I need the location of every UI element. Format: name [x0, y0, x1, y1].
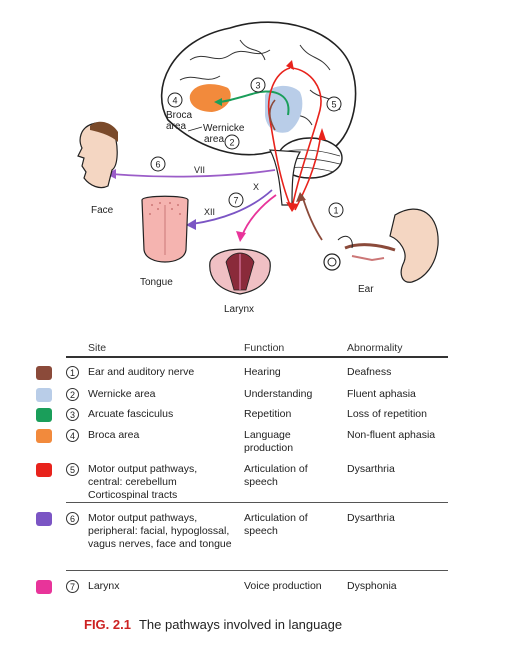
caption-text: The pathways involved in language — [138, 617, 343, 632]
cell-function: Language production — [244, 429, 294, 454]
row-number: 7 — [66, 580, 79, 593]
figure-number-circle-3 — [250, 77, 266, 93]
cell-function: Articulation of speech — [244, 512, 308, 537]
color-swatch — [36, 388, 52, 402]
face-illustration — [77, 121, 118, 189]
tongue-illustration — [141, 195, 189, 263]
figure-number-2: 2 — [229, 138, 234, 148]
color-swatch — [36, 366, 52, 380]
cell-site: Motor output pathways, peripheral: facia… — [88, 512, 232, 550]
color-swatch — [36, 408, 52, 422]
nerve-vii-label: VII — [194, 165, 205, 175]
cell-abnormality: Dysarthria — [347, 463, 395, 475]
vagus-nerve-pathway — [241, 194, 277, 237]
figure-number-7: 7 — [233, 196, 238, 206]
cell-abnormality: Non-fluent aphasia — [347, 429, 436, 441]
cell-site: Wernicke area — [88, 388, 156, 400]
face-label: Face — [91, 205, 114, 216]
cell-abnormality: Loss of repetition — [347, 408, 427, 420]
figure-number-circle-1 — [328, 202, 344, 218]
figure-number-circle-7 — [228, 192, 244, 208]
row-number: 2 — [66, 388, 79, 401]
table-row: 5 Motor output pathways, central: cerebel… — [36, 463, 448, 509]
figure-number-circle-6 — [150, 156, 166, 172]
wernicke-area-region — [265, 85, 303, 133]
figure-caption: FIG. 2.1 The pathways involved in languag… — [84, 617, 342, 632]
nerve-xii-label: XII — [204, 207, 215, 217]
figure-number-6: 6 — [155, 160, 160, 170]
color-swatch — [36, 429, 52, 443]
cell-site: Arcuate fasciculus — [88, 408, 174, 420]
row-separator — [66, 570, 448, 571]
table-header: Site Function Abnormality — [36, 338, 448, 358]
table-row: 3 Arcuate fasciculus Repetition Loss of rep… — [36, 408, 448, 428]
cell-function: Repetition — [244, 408, 292, 420]
cell-abnormality: Deafness — [347, 366, 392, 378]
figure-number-circle-4 — [167, 92, 183, 108]
row-number: 1 — [66, 366, 79, 379]
header-function: Function — [244, 342, 285, 354]
header-site: Site — [88, 342, 107, 354]
cell-function: Understanding — [244, 388, 313, 400]
row-number: 3 — [66, 408, 79, 421]
ear-illustration — [323, 208, 439, 283]
cell-site: Motor output pathways, central: cerebell… — [88, 463, 198, 501]
tongue-label: Tongue — [140, 277, 173, 288]
cell-abnormality: Fluent aphasia — [347, 388, 416, 400]
larynx-illustration — [209, 248, 271, 295]
row-separator — [66, 502, 448, 503]
figure-number-5: 5 — [331, 100, 336, 110]
cell-site: Ear and auditory nerve — [88, 366, 195, 378]
auditory-pathway — [301, 194, 323, 241]
table-row: 6 Motor output pathways, peripheral: faci… — [36, 512, 448, 576]
figure-number-4: 4 — [172, 96, 177, 106]
cell-function: Articulation of speech — [244, 463, 308, 488]
color-swatch — [36, 580, 52, 594]
caption-figure-number: FIG. 2.1 — [84, 617, 131, 632]
table-row: 7 Larynx Voice production Dysphonia — [36, 580, 448, 610]
hypoglossal-nerve-pathway — [191, 189, 273, 225]
row-number: 5 — [66, 463, 79, 476]
cell-site: Larynx — [88, 580, 120, 592]
figure-number-circle-5 — [326, 96, 342, 112]
row-number: 4 — [66, 429, 79, 442]
table-row: 1 Ear and auditory nerve Hearing Deafness — [36, 366, 448, 386]
header-abnormality: Abnormality — [347, 342, 403, 354]
cell-abnormality: Dysarthria — [347, 512, 395, 524]
figure-number-markers: 1 2 3 4 5 6 7 — [150, 77, 344, 218]
facial-nerve-pathway — [111, 169, 276, 178]
table-row: 4 Broca area Language production Non-fluent… — [36, 429, 448, 461]
cell-abnormality: Dysphonia — [347, 580, 397, 592]
row-number: 6 — [66, 512, 79, 525]
cell-function: Hearing — [244, 366, 281, 378]
figure-number-circle-2 — [224, 134, 240, 150]
table-row: 2 Wernicke area Understanding Fluent aphasi… — [36, 388, 448, 408]
larynx-label: Larynx — [224, 304, 254, 315]
color-swatch — [36, 512, 52, 526]
cell-site: Broca area — [88, 429, 140, 441]
language-pathways-table: Site Function Abnormality 1 Ear and audit… — [36, 338, 448, 594]
arcuate-fasciculus-path — [217, 90, 290, 116]
header-rule — [66, 356, 448, 358]
ear-label: Ear — [358, 284, 374, 295]
nerve-x-label: X — [253, 182, 259, 192]
color-swatch — [36, 463, 52, 477]
figure-number-3: 3 — [255, 81, 260, 91]
figure-number-1: 1 — [333, 206, 338, 216]
cell-function: Voice production — [244, 580, 322, 592]
